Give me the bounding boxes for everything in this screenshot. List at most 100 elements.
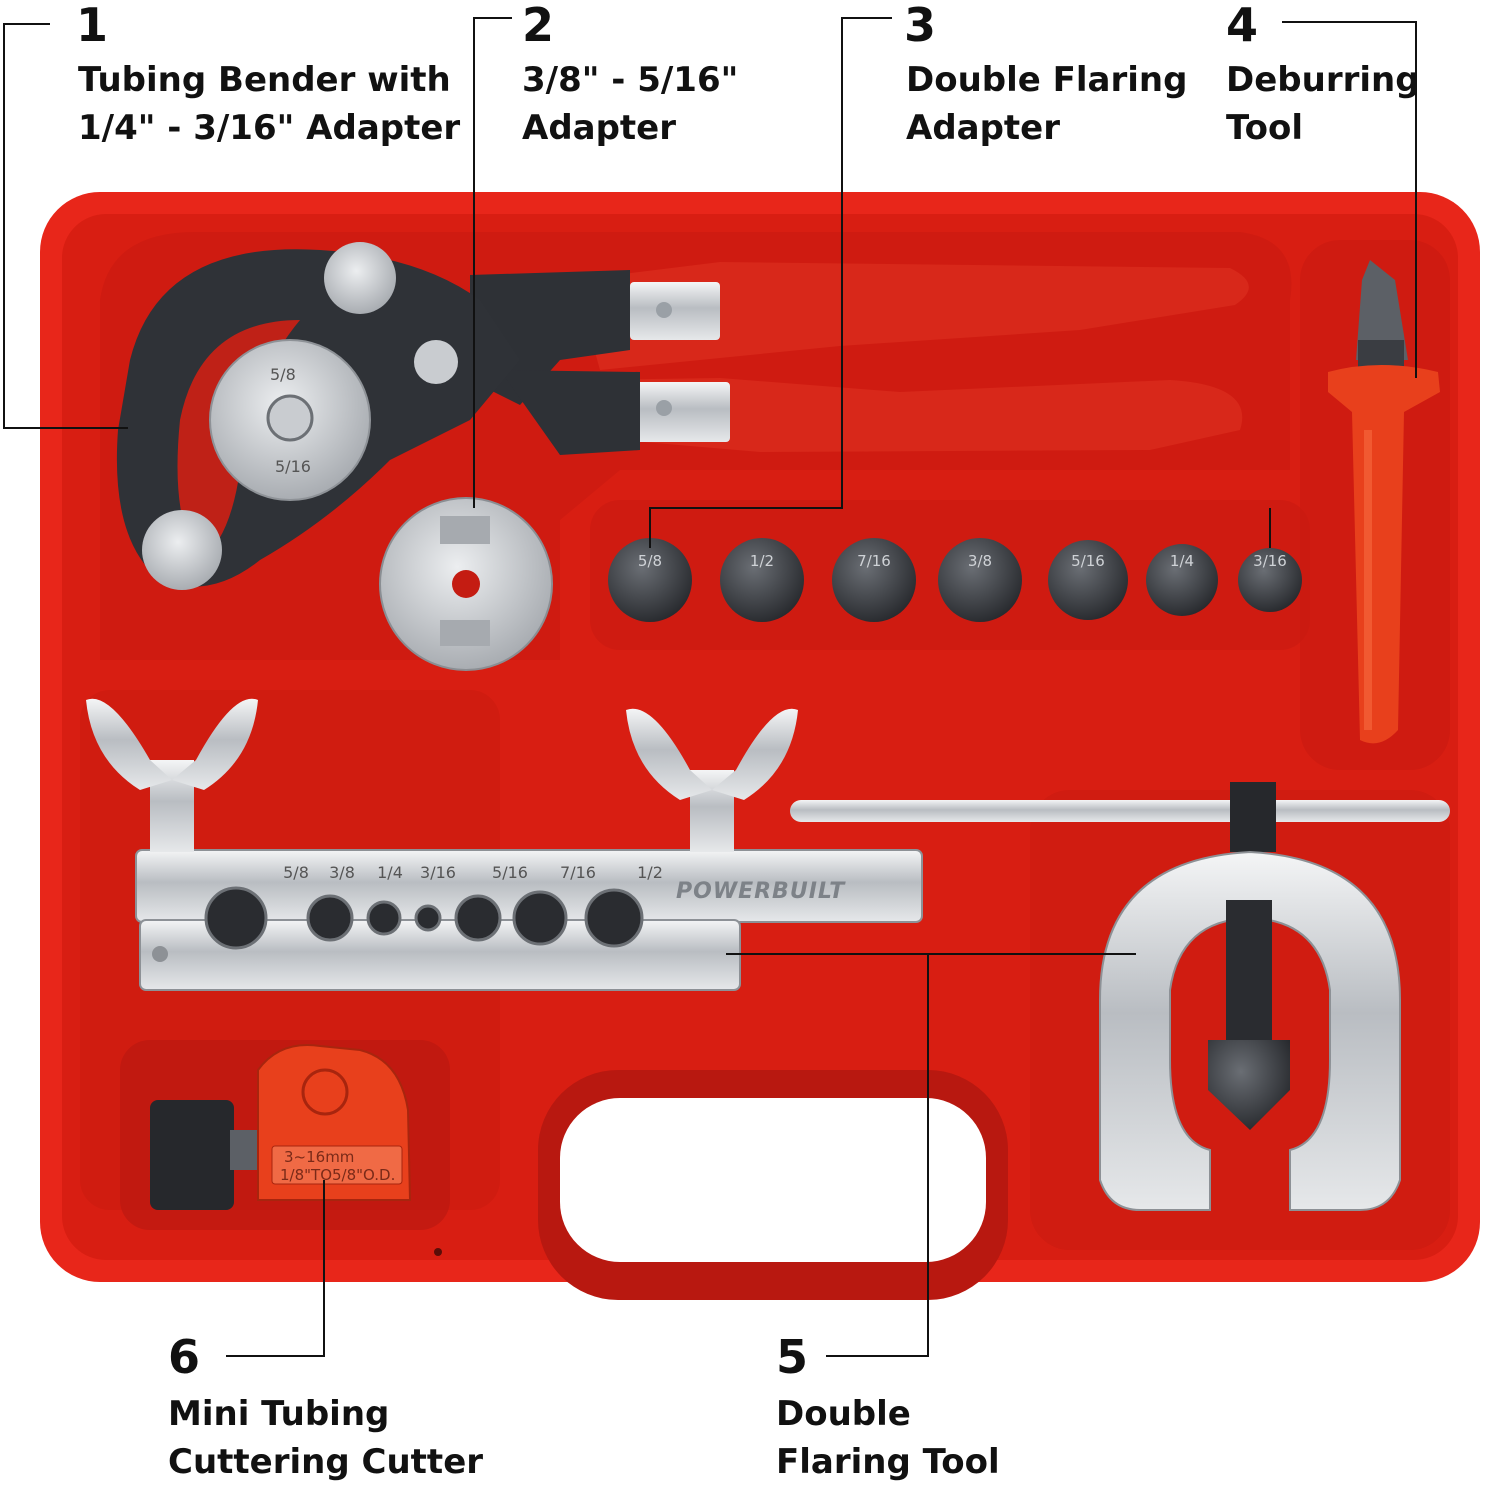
bender-jaw-lower — [500, 370, 640, 455]
adapter-size-label-6: 1/4 — [1170, 552, 1194, 570]
wing-nut-right-wing-a — [626, 708, 712, 800]
bender-pivot-bolt — [414, 340, 458, 384]
bender-lower-handle — [575, 378, 1243, 452]
adapter-6 — [1146, 544, 1218, 616]
callout-6-label: Mini Tubing Cuttering Cutter — [168, 1390, 483, 1486]
callout-2-number: 2 — [522, 0, 556, 52]
callout-1-label: Tubing Bender with 1/4" - 3/16" Adapter — [78, 56, 460, 152]
callout-1-number: 1 — [76, 0, 110, 52]
wing-nut-left — [86, 698, 258, 852]
bar-hole-6 — [512, 890, 568, 946]
callout-5-number: 5 — [776, 1330, 810, 1384]
callout-3-line-2: Adapter — [906, 108, 1061, 148]
bar-hole-2 — [306, 894, 354, 942]
bar-size-label-5: 5/16 — [492, 863, 528, 882]
callout-6-number: 6 — [168, 1330, 202, 1384]
wheel-label-top: 5/8 — [270, 365, 296, 384]
callout-4-line-2: Tool — [1226, 108, 1304, 148]
wing-nut-right-wing-b — [712, 708, 798, 800]
callout-2-label: 3/8" - 5/16" Adapter — [522, 56, 738, 152]
leader-5 — [726, 953, 929, 1357]
case-handle-opening — [560, 1098, 986, 1262]
leader-4 — [1282, 21, 1417, 378]
deburring-bit — [1356, 260, 1408, 360]
callout-5-line-1: Double — [776, 1394, 911, 1434]
adapter-2 — [720, 538, 804, 622]
callout-6-line-1: Mini Tubing — [168, 1394, 390, 1434]
adapter-3 — [832, 538, 916, 622]
lower-handle-ferrule — [634, 382, 730, 442]
callout-2-line-2: Adapter — [522, 108, 677, 148]
bar-hole-1 — [204, 886, 268, 950]
callout-6-line-2: Cuttering Cutter — [168, 1442, 484, 1482]
bar-size-label-3: 1/4 — [377, 863, 403, 882]
bar-size-label-1: 5/8 — [283, 863, 309, 882]
wing-nut-right — [626, 708, 798, 852]
deburring-collar — [1358, 340, 1404, 370]
bar-size-label-7: 1/2 — [637, 863, 663, 882]
adapter-size-label-3: 7/16 — [857, 552, 891, 570]
adapter-4 — [938, 538, 1022, 622]
yoke-frame — [1099, 850, 1401, 1211]
leader-1 — [3, 23, 128, 429]
cutter-knob-shaft — [230, 1130, 260, 1170]
yoke-cone — [1208, 1040, 1290, 1130]
adapter-size-label-2: 1/2 — [750, 552, 774, 570]
callout-5-line-2: Flaring Tool — [776, 1442, 1000, 1482]
callout-4-label: Deburring Tool — [1226, 56, 1420, 152]
callout-1-line-1: Tubing Bender with — [78, 60, 451, 100]
deburring-handle-highlight — [1364, 430, 1372, 730]
cutter-wheel — [301, 1068, 349, 1116]
adapter-size-label-1: 5/8 — [638, 552, 662, 570]
wheel-nut — [266, 394, 314, 442]
flaring-bar-pin — [152, 946, 168, 962]
wing-nut-left-wing-a — [86, 698, 172, 790]
upper-handle-ferrule — [630, 282, 720, 340]
bender-roller-bottom — [142, 510, 222, 590]
cutter-stamp-line-1: 3~16mm — [284, 1148, 354, 1166]
adapter-size-label-4: 3/8 — [968, 552, 992, 570]
bar-size-label-6: 7/16 — [560, 863, 596, 882]
bar-size-label-2: 3/8 — [329, 863, 355, 882]
leader-2 — [473, 17, 512, 508]
bar-hole-5 — [454, 894, 502, 942]
flaring-bar-brand: POWERBUILT — [676, 879, 846, 904]
adapter-7 — [1238, 548, 1302, 612]
bar-hole-4 — [414, 904, 442, 932]
deburring-tool — [1328, 260, 1440, 744]
yoke-tee-block — [1230, 782, 1276, 852]
callout-3-line-1: Double Flaring — [906, 60, 1188, 100]
leader-6 — [226, 1180, 325, 1357]
cutter-stamp-line-2: 1/8"TO5/8"O.D. — [280, 1166, 395, 1184]
callout-5-label: Double Flaring Tool — [776, 1390, 1000, 1486]
callout-4-line-1: Deburring — [1226, 60, 1420, 100]
case-pin-hole — [434, 1248, 442, 1256]
wheel-label-bottom: 5/16 — [275, 457, 311, 476]
bender-upper-handle — [575, 262, 1249, 370]
cutter-knob — [150, 1100, 234, 1210]
callout-3-label: Double Flaring Adapter — [906, 56, 1187, 152]
yoke-tee-handle — [790, 800, 1450, 822]
adapter-size-label-5: 5/16 — [1071, 552, 1105, 570]
yoke-screw — [1226, 900, 1272, 1050]
bar-hole-3 — [366, 900, 402, 936]
adapter-1 — [608, 538, 692, 622]
adapter-size-label-7: 3/16 — [1253, 552, 1287, 570]
callout-3-number: 3 — [904, 0, 938, 52]
wing-nut-left-wing-b — [172, 698, 258, 790]
adapter-disc-stamp-bottom — [440, 620, 490, 646]
double-flaring-adapters: 5/8 1/2 7/16 3/8 5/16 1/4 3/16 — [608, 538, 1302, 622]
mini-tubing-cutter: 3~16mm 1/8"TO5/8"O.D. — [150, 1044, 412, 1210]
bender-roller-top — [324, 242, 396, 314]
leader-3 — [649, 17, 892, 548]
callout-1-line-2: 1/4" - 3/16" Adapter — [78, 108, 461, 148]
callout-leaders — [3, 17, 1417, 1357]
flaring-yoke — [790, 782, 1450, 1211]
adapter-5 — [1048, 540, 1128, 620]
lower-rivet — [656, 400, 672, 416]
bar-hole-7 — [584, 888, 644, 948]
